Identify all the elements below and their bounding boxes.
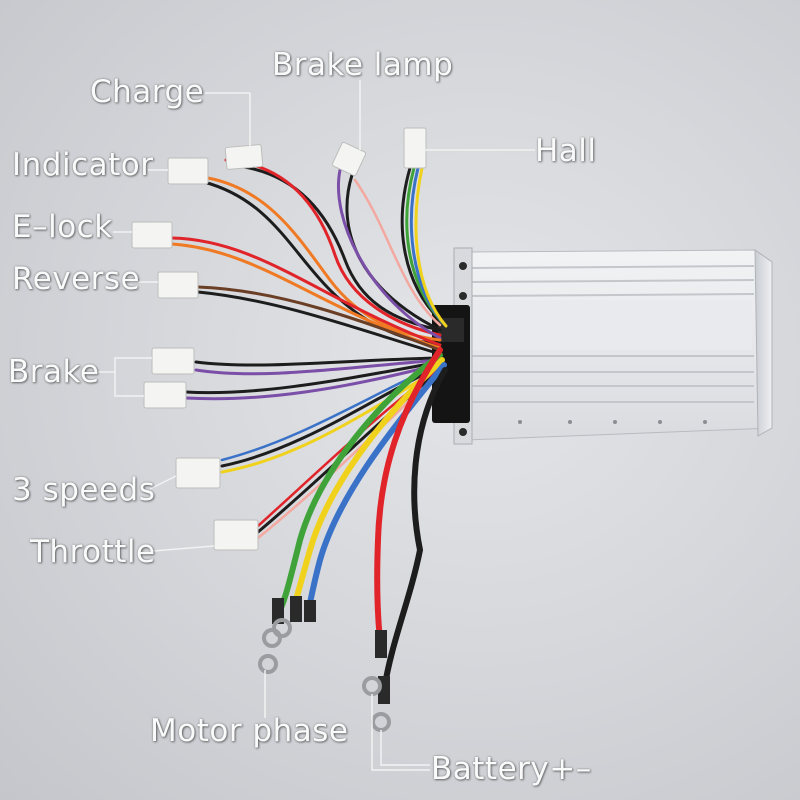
label-charge: Charge <box>90 74 205 110</box>
controller-box-icon <box>432 247 773 445</box>
power-wires <box>277 347 448 693</box>
connector-icon <box>131 127 427 551</box>
label-throttle: Throttle <box>30 534 156 570</box>
ring-terminal-icon <box>258 596 391 732</box>
label-brake: Brake <box>8 354 100 390</box>
label-battery: Battery+– <box>431 751 592 787</box>
label-indicator: Indicator <box>12 147 154 183</box>
label-motor-phase: Motor phase <box>150 713 349 749</box>
label-3-speeds: 3 speeds <box>12 472 156 508</box>
label-e-lock: E–lock <box>12 209 113 245</box>
label-reverse: Reverse <box>12 261 141 297</box>
label-brake-lamp: Brake lamp <box>272 47 454 83</box>
leader-lines <box>95 80 535 771</box>
label-hall: Hall <box>535 133 597 169</box>
